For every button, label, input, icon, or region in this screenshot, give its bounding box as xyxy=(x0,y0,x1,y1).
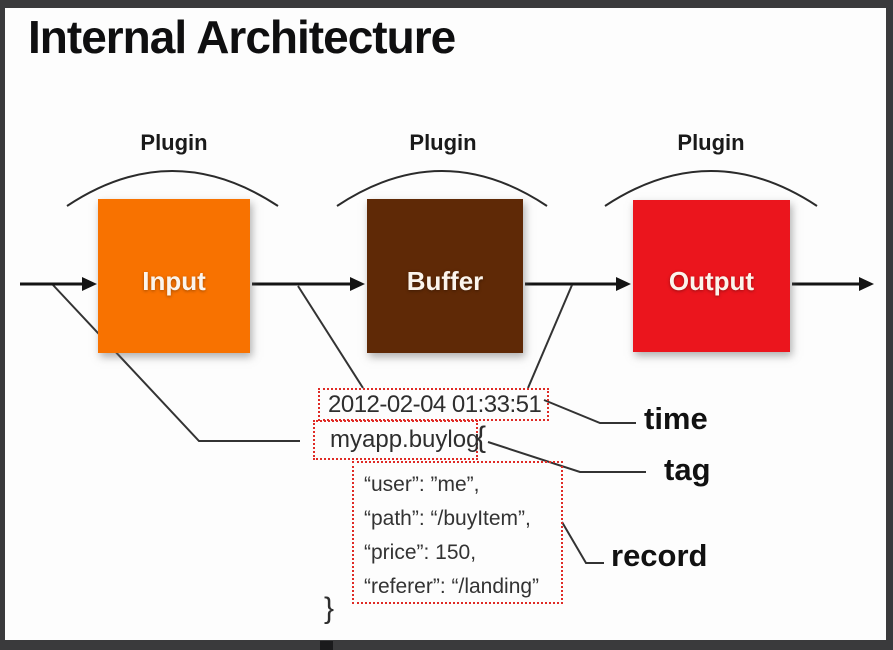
record-open-brace: { xyxy=(476,421,487,454)
record-line-price: “price”: 150, xyxy=(364,541,477,564)
record-line-referer: “referer”: “/landing” xyxy=(364,575,540,598)
record-callout-label: record xyxy=(611,538,708,573)
tag-callout-label: tag xyxy=(664,452,711,487)
page-title: Internal Architecture xyxy=(28,11,456,63)
buffer-node-label: Buffer xyxy=(406,265,484,296)
plugin-label-buffer: Plugin xyxy=(409,130,477,155)
plugin-label-input: Plugin xyxy=(140,130,208,155)
output-node: Output xyxy=(633,200,790,352)
event-record-box: “user”: ”me”, “path”: “/buyItem”, “price… xyxy=(352,461,563,604)
record-line-path: “path”: “/buyItem”, xyxy=(364,507,531,530)
event-time-box: 2012-02-04 01:33:51 xyxy=(318,388,549,421)
input-node-label: Input xyxy=(142,265,206,296)
time-callout-label: time xyxy=(644,401,708,436)
record-line-user: “user”: ”me”, xyxy=(364,473,480,496)
event-tag-box: myapp.buylog xyxy=(313,420,479,460)
buffer-node: Buffer xyxy=(367,199,523,353)
input-node: Input xyxy=(98,199,250,353)
record-close-brace: } xyxy=(324,592,335,625)
bottom-border-tick xyxy=(320,641,333,650)
plugin-label-output: Plugin xyxy=(677,130,745,155)
output-node-label: Output xyxy=(668,265,755,296)
